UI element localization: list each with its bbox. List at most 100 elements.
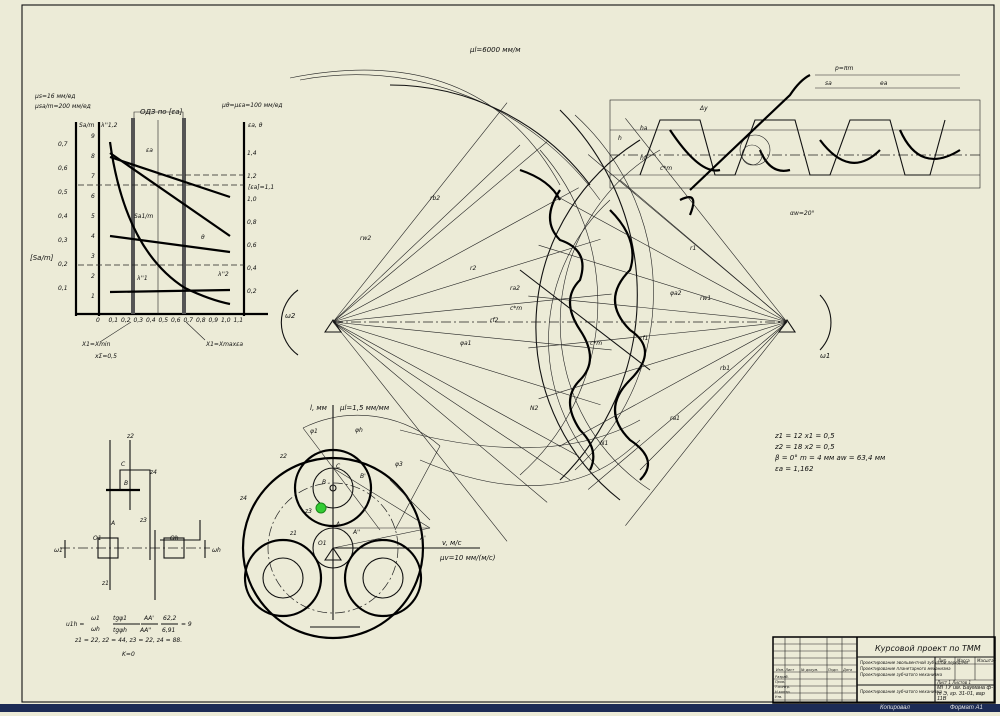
lambda-tick-label: 6	[91, 193, 95, 200]
label-l1: λ''1	[136, 275, 148, 282]
right-tick-label: 1,0	[247, 196, 257, 203]
sa-limit-label: [Sa/m]	[30, 254, 54, 262]
chart-scale-3: μθ=μεa=100 мм/ед	[221, 102, 283, 109]
line	[332, 321, 548, 503]
gear-label: ra1	[670, 415, 680, 422]
planetary-label: A''	[352, 529, 361, 536]
selection-marker[interactable]	[315, 502, 327, 514]
axis-lambda-label: λ''1,2	[100, 122, 118, 129]
line-of-action	[519, 269, 651, 371]
lambda-tick-label: 8	[91, 153, 95, 160]
gear-label: φa2	[670, 290, 682, 297]
line	[625, 118, 788, 323]
planetary-mechanism: l, мм μl=1,5 мм/мм v, м/с μv=10 мм/(м/с)…	[239, 404, 496, 640]
lambda-tick-label: 7	[91, 173, 95, 180]
planetary-label: φ1	[310, 428, 318, 435]
frac-num: 62,2	[163, 615, 177, 622]
planetary-label: z3	[304, 508, 312, 515]
line	[332, 102, 508, 323]
right-tick-label: 1,2	[247, 173, 257, 180]
project-title: Курсовой проект по ТММ	[875, 644, 981, 653]
gear-label: rf1	[640, 335, 648, 342]
frac-num: ω1	[91, 615, 100, 622]
line	[587, 321, 788, 490]
planetary-label: z4	[239, 495, 247, 502]
formula-lhs: u1h =	[66, 621, 84, 628]
gear-label: φa1	[460, 340, 471, 347]
line	[332, 321, 579, 457]
left-tick-label: 0,3	[58, 237, 68, 244]
rack-profile	[609, 74, 981, 191]
gear-label: ra2	[510, 285, 520, 292]
omega2-label: ω2	[285, 312, 296, 320]
gear-label: rw1	[700, 295, 711, 302]
left-tick-label: 0,4	[58, 213, 68, 220]
right-tick-label: 0,8	[247, 219, 257, 226]
scheme-label: z3	[139, 517, 147, 524]
blocking-chart: μs=16 мм/ед μsa/m=200 мм/ед μθ=μεa=100 м…	[30, 93, 283, 360]
gear-label: h	[618, 135, 622, 142]
x-tick-label: 0,9	[209, 317, 219, 324]
gear-label: c*m	[660, 165, 672, 172]
planet-l-scale: μl=1,5 мм/мм	[339, 404, 390, 412]
title-block-row-label: Изм. Лист	[776, 668, 795, 672]
x-tick-label: 0,3	[134, 317, 144, 324]
gear-label: N1	[600, 440, 608, 447]
viewer-status-bar: Копировал Формат A1	[0, 704, 1000, 712]
axis-v-label: v, м/с	[442, 539, 462, 547]
x1min-label: X1=Xmin	[81, 341, 111, 348]
desc-line: Проектирование планетарного механизма	[860, 666, 951, 671]
planetary-label: B	[322, 479, 326, 486]
col-lit: Лит.	[937, 658, 947, 663]
x1max-label: X1=Xmaxεa	[205, 341, 243, 348]
ring-gear-z4	[241, 456, 425, 640]
right-tick-label: 0,2	[247, 288, 257, 295]
title-block-row-label: Пров.	[775, 680, 785, 684]
line	[558, 321, 788, 447]
line	[528, 321, 788, 349]
gear-label: c*m	[590, 340, 602, 347]
lambda-tick-label: 1	[91, 293, 95, 300]
planet-z2	[293, 448, 373, 528]
gear-labels: rw2r2rb2ra2rf2rw1r1rb1ra1rf1c*mc*mφa1φa2…	[360, 65, 888, 447]
title-block-row-label: № докум.	[800, 668, 818, 672]
label-l2: λ''2	[217, 271, 229, 278]
planetary-label: z1	[289, 530, 297, 537]
gear-label: c*m	[510, 305, 522, 312]
axis-right-label: εa, θ	[248, 122, 263, 129]
chart-scale-1: μs=16 мм/ед	[34, 93, 75, 100]
x-tick-label: 1,0	[221, 317, 231, 324]
lambda-tick-label: 5	[91, 213, 95, 220]
drawing-frame	[21, 4, 995, 703]
axis-sa-label: Sa/m	[79, 122, 95, 129]
gear-label: r1	[690, 245, 696, 252]
right-ticks: 0,20,40,60,81,01,21,4	[247, 150, 257, 295]
planetary-label: O1	[318, 540, 327, 547]
col-mass: Масса	[957, 658, 970, 663]
gear-label: sa	[825, 80, 832, 87]
tooth-profile-2	[548, 189, 595, 471]
title-block-row-label: Утв.	[775, 695, 782, 699]
line	[332, 238, 601, 323]
axis-l-label: l, мм	[310, 404, 328, 412]
hatch-xmin	[131, 118, 135, 314]
right-tick-label: 0,6	[247, 242, 257, 249]
x-tick-label: 0,7	[184, 317, 194, 324]
title-block-row-label: Разраб.	[775, 675, 789, 679]
top-scale: μl=6000 мм/м	[469, 46, 521, 54]
scheme-label: B	[124, 480, 128, 487]
pivot-o2	[323, 319, 343, 333]
frac-den: AA''	[139, 627, 152, 634]
curve-theta	[109, 234, 231, 254]
left-tick-label: 0,5	[58, 189, 68, 196]
scheme-label: A	[110, 520, 115, 527]
desc-line: Проектирование зубчатого механизма	[860, 672, 943, 677]
footer-right: Формат A1	[950, 705, 983, 711]
title-block-row-label: Дата	[842, 668, 852, 672]
left-tick-label: 0,2	[58, 261, 68, 268]
